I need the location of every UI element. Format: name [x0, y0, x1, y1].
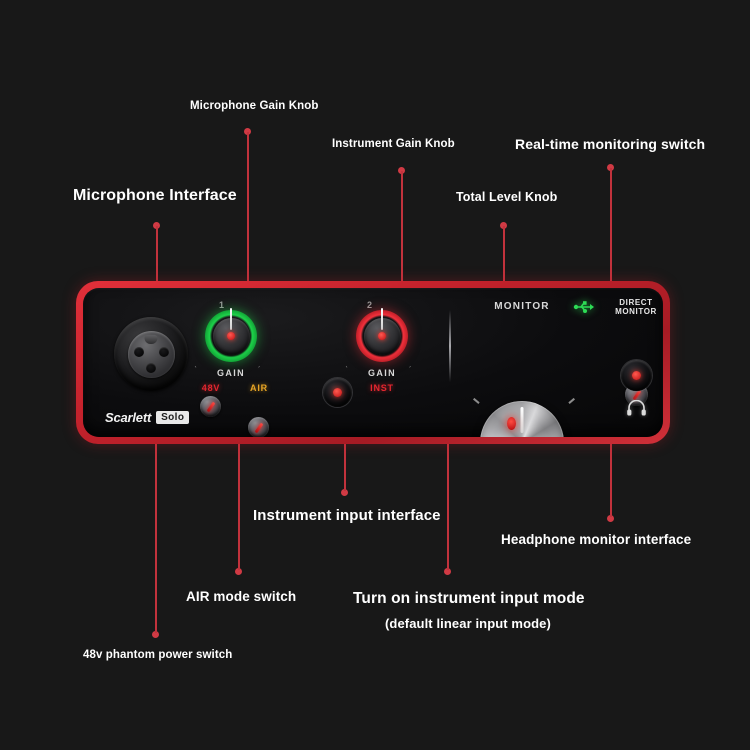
callout-microphone-gain-knob: Microphone Gain Knob	[190, 100, 319, 112]
callout-48v-phantom-power-switch: 48v phantom power switch	[83, 649, 233, 661]
leader-line-instrument-input-mode	[447, 412, 449, 570]
leader-dot-total-level-knob	[500, 222, 507, 229]
monitor-tick-right	[568, 397, 575, 404]
gain-1-tick-left: '	[193, 364, 200, 373]
xlr-microphone-input[interactable]	[114, 317, 188, 391]
leader-dot-instrument-gain-knob	[398, 167, 405, 174]
gain-2-tick-right: '	[405, 364, 412, 373]
brand-model-badge: Solo	[156, 411, 190, 424]
xlr-pin-hole	[133, 346, 144, 357]
monitor-label: MONITOR	[494, 301, 550, 312]
direct-monitor-label: DIRECT MONITOR	[611, 298, 661, 316]
monitor-knob-led	[507, 417, 516, 430]
xlr-pin-hole	[146, 362, 156, 373]
instrument-input-jack[interactable]	[323, 378, 352, 407]
xlr-pin-hole	[158, 346, 169, 357]
gain-label-1: GAIN	[216, 368, 246, 378]
instrument-jack-led	[333, 388, 342, 397]
phantom-power-label: 48V	[201, 383, 221, 393]
callout-realtime-monitoring-switch: Real-time monitoring switch	[515, 136, 706, 152]
callout-headphone-monitor-interface: Headphone monitor interface	[501, 532, 692, 547]
direct-monitor-label-line1: DIRECT	[619, 298, 653, 307]
leader-line-microphone-gain-knob	[247, 132, 249, 330]
channel-1-number: 1	[219, 300, 226, 310]
microphone-gain-knob[interactable]	[205, 307, 257, 362]
gain-2-tick-left: '	[344, 364, 351, 373]
leader-dot-headphone-monitor	[607, 515, 614, 522]
xlr-connector-icon	[127, 330, 175, 378]
instrument-gain-knob[interactable]	[356, 307, 408, 362]
gain-knob-2-body	[363, 307, 401, 355]
leader-line-instrument-gain-knob	[401, 171, 403, 331]
gain-knob-1-body	[212, 307, 250, 355]
leader-line-air-mode-switch	[238, 413, 240, 570]
leader-line-48v-phantom-power	[155, 413, 157, 633]
gain-1-tick-right: '	[254, 364, 261, 373]
xlr-latch	[144, 334, 158, 344]
callout-total-level-knob: Total Level Knob	[456, 190, 558, 204]
air-mode-button[interactable]	[248, 417, 269, 437]
leader-dot-instrument-input-mode	[444, 568, 451, 575]
headphone-icon	[626, 399, 647, 421]
callout-instrument-input-mode-sub: (default linear input mode)	[385, 616, 551, 631]
leader-dot-microphone-interface	[153, 222, 160, 229]
callout-microphone-interface: Microphone Interface	[73, 187, 237, 204]
leader-dot-air-mode-switch	[235, 568, 242, 575]
headphone-output-jack[interactable]	[621, 360, 652, 391]
leader-dot-microphone-gain-knob	[244, 128, 251, 135]
inst-mode-label: INST	[370, 383, 394, 393]
gain-knob-1-indicator	[230, 307, 232, 330]
monitor-tick-left	[473, 397, 480, 404]
total-level-knob[interactable]	[480, 401, 564, 437]
48v-phantom-power-button[interactable]	[200, 396, 221, 417]
leader-dot-instrument-input	[341, 489, 348, 496]
device-front-panel: 1 2 Scarlett Solo	[83, 288, 663, 437]
gain-knob-2-indicator	[381, 307, 383, 330]
gain-label-2: GAIN	[367, 368, 397, 378]
leader-line-realtime-monitoring	[610, 168, 612, 332]
brand-logo: Scarlett Solo	[105, 410, 190, 425]
brand-name: Scarlett	[105, 410, 152, 425]
headphone-jack-led	[632, 371, 641, 380]
direct-monitor-label-line2: MONITOR	[615, 307, 657, 316]
monitor-knob-indicator	[520, 407, 524, 433]
usb-icon	[573, 300, 595, 319]
channel-2-number: 2	[367, 300, 374, 310]
callout-air-mode-switch: AIR mode switch	[186, 589, 297, 604]
scarlett-solo-audio-interface: 1 2 Scarlett Solo	[76, 281, 670, 444]
air-mode-label: AIR	[250, 383, 268, 393]
leader-dot-48v-phantom-power	[152, 631, 159, 638]
callout-instrument-input-interface: Instrument input interface	[253, 507, 441, 524]
panel-divider	[449, 310, 451, 382]
callout-instrument-gain-knob: Instrument Gain Knob	[332, 138, 455, 150]
callout-instrument-input-mode: Turn on instrument input mode	[353, 590, 585, 607]
leader-dot-realtime-monitoring	[607, 164, 614, 171]
leader-line-headphone-monitor	[610, 405, 612, 517]
